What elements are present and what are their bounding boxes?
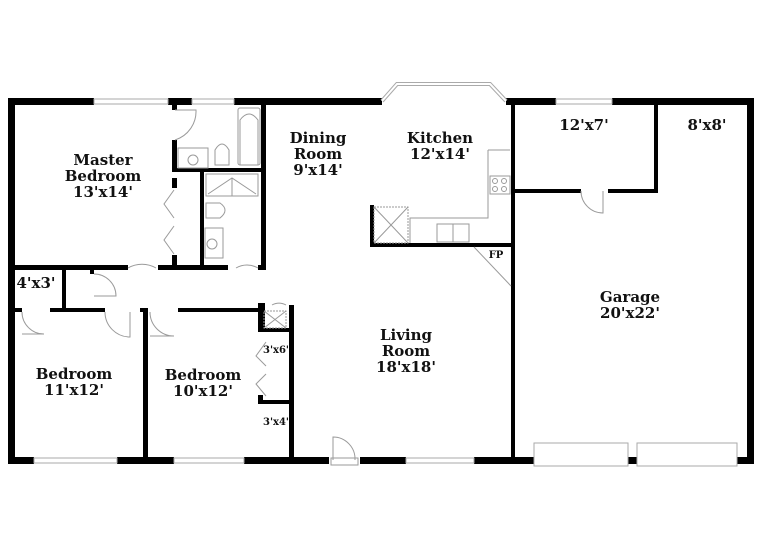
fireplace-label: FP: [488, 250, 504, 262]
kitchen-size: 12'x14': [410, 144, 470, 163]
bedroom-1-size: 11'x12': [44, 380, 104, 399]
closet-hall-size: 4'x3': [16, 274, 56, 292]
garage-doors: [533, 442, 738, 467]
doors: [21, 109, 604, 466]
master-bedroom-label: Master Bedroom 13'x14': [64, 151, 142, 201]
closet-hall-label: 4'x3': [16, 274, 56, 292]
living-room-name-2: Room: [381, 341, 431, 360]
living-room-name-1: Living: [379, 326, 433, 344]
utility-room-size: 8'x8': [687, 116, 727, 134]
closet-a-size: 3'x6': [262, 345, 290, 356]
garage-name: Garage: [599, 288, 661, 306]
master-bedroom-name-2: Bedroom: [64, 166, 142, 185]
kitchen-name: Kitchen: [406, 129, 474, 147]
exterior-walls: [8, 98, 754, 464]
bedroom-1-label: Bedroom 11'x12': [35, 365, 113, 399]
master-bedroom-size: 13'x14': [73, 182, 133, 201]
dining-room-label: Dining Room 9'x14': [289, 129, 347, 179]
interior-walls: [8, 98, 658, 464]
bedroom-2-size: 10'x12': [173, 381, 233, 400]
dining-room-size: 9'x14': [293, 160, 343, 179]
garage-label: Garage 20'x22': [599, 288, 661, 322]
closet-b-size: 3'x4': [262, 417, 290, 428]
garage-size: 20'x22': [600, 303, 660, 322]
storage-room-size: 12'x7': [559, 116, 609, 134]
closet-b-label: 3'x4': [262, 417, 290, 429]
storage-room-label: 12'x7': [559, 116, 609, 134]
dining-room-name-1: Dining: [289, 129, 347, 147]
windows: [33, 82, 613, 464]
closet-a-label: 3'x6': [262, 345, 290, 357]
kitchen-label: Kitchen 12'x14': [406, 129, 474, 163]
fixtures: [177, 107, 512, 329]
bedroom-2-label: Bedroom 10'x12': [164, 366, 242, 400]
master-bedroom-name-1: Master: [73, 151, 133, 169]
living-room-size: 18'x18': [376, 357, 436, 376]
utility-room-label: 8'x8': [687, 116, 727, 134]
living-room-label: Living Room 18'x18': [376, 326, 436, 376]
bedroom-1-name: Bedroom: [35, 365, 113, 383]
fireplace-text: FP: [488, 250, 504, 261]
dining-room-name-2: Room: [293, 144, 343, 163]
bedroom-2-name: Bedroom: [164, 366, 242, 384]
